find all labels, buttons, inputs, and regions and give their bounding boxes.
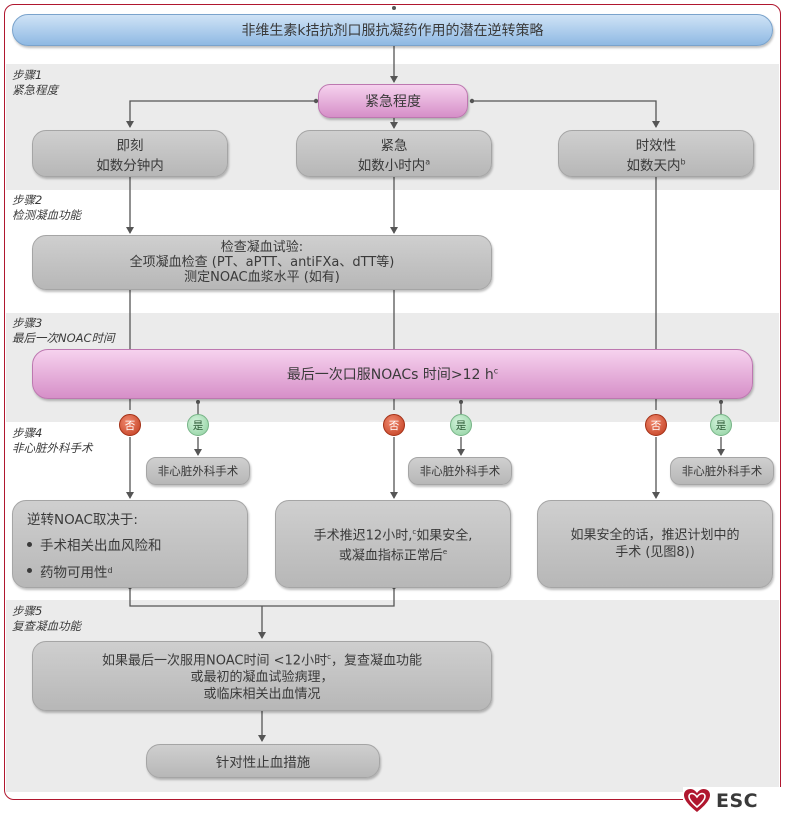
last-dose-text: 最后一次口服NOACs 时间>12 h	[286, 367, 494, 383]
noncardiac-surgery-2: 非心脏外科手术	[408, 457, 512, 485]
no-badge-immediate: 否	[119, 414, 141, 436]
esc-logo-text: ESC	[716, 790, 759, 812]
delay-planned-box: 如果安全的话，推迟计划中的 手术 (见图8))	[537, 500, 773, 588]
last-dose-decision: 最后一次口服NOACs 时间>12 hc	[32, 349, 753, 399]
noncardiac-surgery-2-text: 非心脏外科手术	[419, 464, 501, 478]
step2-subtitle: 检测凝血功能	[12, 208, 81, 222]
yes-badge-urgent: 是	[450, 414, 472, 436]
recheck-coag-box: 如果最后一次服用NOAC时间 <12小时c，复查凝血功能 或最初的凝血试验病理，…	[32, 641, 492, 711]
option-immediate: 即刻 如数分钟内	[32, 130, 228, 177]
noncardiac-surgery-1: 非心脏外科手术	[146, 457, 250, 485]
footnote-d: d	[107, 566, 113, 575]
outer-frame	[4, 4, 781, 800]
option-immediate-title: 即刻	[116, 137, 144, 154]
no-badge-urgent: 否	[383, 414, 405, 436]
targeted-hemostasis-box: 针对性止血措施	[146, 744, 380, 778]
option-time-sensitive: 时效性 如数天内b	[558, 130, 754, 177]
reverse-drug-availability: 药物可用性	[40, 564, 108, 581]
delay-12h-text: 手术推迟12小时,	[313, 528, 413, 543]
bullet-dot	[27, 541, 32, 547]
recheck-action: ，复查凝血功能	[330, 653, 422, 669]
step5-subtitle: 复查凝血功能	[12, 619, 81, 633]
option-urgent-detail: 如数小时内	[357, 157, 426, 174]
diagram-title-text: 非维生素k拮抗剂口服抗凝药作用的潜在逆转策略	[241, 23, 544, 39]
recheck-condition: 如果最后一次服用NOAC时间 <12小时	[102, 653, 328, 669]
option-urgent: 紧急 如数小时内a	[296, 130, 492, 177]
step4-subtitle: 非心脏外科手术	[12, 441, 93, 455]
delay-12h-box: 手术推迟12小时,c如果安全, 或凝血指标正常后e	[275, 500, 511, 588]
heart-icon	[684, 789, 710, 812]
option-urgent-title: 紧急	[380, 137, 408, 154]
footnote-c: c	[493, 366, 499, 376]
step3-subtitle: 最后一次NOAC时间	[12, 331, 115, 345]
no-badge-time-sensitive: 否	[645, 414, 667, 436]
delay-12h-if-safe: 如果安全,	[416, 528, 473, 543]
noncardiac-surgery-3-text: 非心脏外科手术	[681, 464, 763, 478]
option-time-sensitive-title: 时效性	[635, 137, 677, 154]
coag-test-heading: 检查凝血试验:	[220, 240, 304, 255]
bullet-dot	[27, 568, 32, 573]
recheck-initial-pathology: 或最初的凝血试验病理，	[190, 670, 334, 686]
step4-title: 步骤4	[12, 426, 43, 440]
step3-label: 步骤3 最后一次NOAC时间	[12, 316, 115, 346]
reverse-bleeding-risk: 手术相关出血风险和	[40, 538, 162, 554]
step4-label: 步骤4 非心脏外科手术	[12, 426, 93, 456]
noncardiac-surgery-1-text: 非心脏外科手术	[157, 464, 239, 478]
step2-title: 步骤2	[12, 193, 43, 207]
delay-planned-text: 如果安全的话，推迟计划中的	[570, 528, 740, 543]
step1-label: 步骤1 紧急程度	[12, 68, 58, 98]
option-immediate-detail: 如数分钟内	[96, 157, 164, 174]
footnote-c2: c	[412, 527, 417, 536]
option-time-sensitive-detail: 如数天内	[626, 157, 681, 174]
coag-test-box: 检查凝血试验: 全项凝血检查 (PT、aPTT、antiFXa、dTT等) 测定…	[32, 235, 492, 290]
targeted-hemostasis-text: 针对性止血措施	[215, 755, 311, 771]
yes-badge-time-sensitive: 是	[710, 414, 732, 436]
coag-test-panel: 全项凝血检查 (PT、aPTT、antiFXa、dTT等)	[129, 255, 395, 270]
urgency-node: 紧急程度	[318, 84, 468, 118]
coag-test-noac-level: 测定NOAC血浆水平 (如有)	[184, 270, 340, 285]
footnote-c3: c	[327, 652, 331, 661]
esc-logo: ESC	[683, 787, 781, 815]
diagram-title: 非维生素k拮抗剂口服抗凝药作用的潜在逆转策略	[12, 14, 773, 46]
reverse-noac-heading: 逆转NOAC取决于:	[27, 511, 138, 528]
step3-title: 步骤3	[12, 316, 43, 330]
footnote-b: b	[680, 157, 686, 166]
delay-planned-see-figure: 手术 (见图8))	[615, 545, 695, 560]
footnote-a: a	[425, 157, 431, 166]
delay-12h-normal-coag: 或凝血指标正常后	[338, 548, 443, 564]
urgency-node-text: 紧急程度	[365, 94, 421, 110]
yes-badge-immediate: 是	[187, 414, 209, 436]
step1-subtitle: 紧急程度	[12, 83, 58, 97]
noncardiac-surgery-3: 非心脏外科手术	[670, 457, 774, 485]
footnote-e: e	[442, 548, 448, 556]
step2-label: 步骤2 检测凝血功能	[12, 193, 81, 223]
step5-title: 步骤5	[12, 604, 43, 618]
step1-title: 步骤1	[12, 68, 43, 82]
step5-label: 步骤5 复查凝血功能	[12, 604, 81, 634]
recheck-clinical-bleeding: 或临床相关出血情况	[203, 687, 321, 703]
